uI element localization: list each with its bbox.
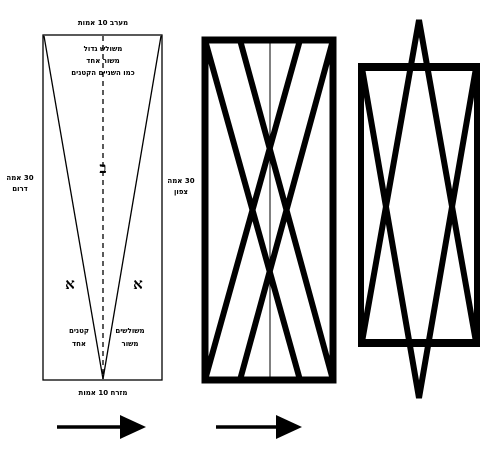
- small-triangles-right-line-1: משולשים: [115, 327, 145, 335]
- panel-1-rectangle: [42, 34, 163, 381]
- panel-1-left-diagonal: [43, 35, 104, 380]
- panel-2-diagonal-3: [202, 39, 303, 381]
- panel-3-geometry: [358, 19, 480, 399]
- small-triangles-right-line-2: משור: [121, 340, 139, 348]
- small-triangles-left-line-2: אחד: [71, 340, 87, 348]
- panel-1-geometry: [42, 34, 163, 381]
- big-triangle-label-line-2: משור אחד: [86, 57, 120, 65]
- east-label: מזרח 10 אמות: [78, 389, 128, 397]
- south-length-label: 30 אמה: [6, 174, 34, 182]
- arrow-2: [216, 415, 302, 439]
- arrow-2-head: [276, 415, 302, 439]
- center-triangle-letter: ב: [99, 159, 107, 177]
- big-triangle-label-line-3: כמו השניים הקטנים: [71, 69, 135, 77]
- arrow-1: [57, 415, 146, 439]
- small-triangles-left-line-1: קטנים: [68, 327, 90, 335]
- west-label: מערב 10 אמות: [77, 19, 129, 27]
- panel-1-right-diagonal: [102, 35, 162, 380]
- right-triangle-letter: א: [133, 275, 143, 293]
- north-length-label: 30 אמה: [167, 177, 195, 185]
- panel-2-diagonal-4: [237, 39, 336, 381]
- panel-2-geometry: [201, 36, 337, 384]
- panel-3-rectangle: [358, 63, 480, 347]
- north-label: צפון: [174, 188, 188, 196]
- left-triangle-letter: א: [65, 275, 75, 293]
- panel-3-downward-triangle: [358, 65, 480, 399]
- panel-3-upward-triangle: [358, 19, 480, 345]
- panel-2-rectangle: [201, 36, 337, 384]
- big-triangle-label-line-1: משולש גדול: [83, 45, 123, 53]
- south-label: דרום: [12, 185, 28, 193]
- arrow-1-head: [120, 415, 146, 439]
